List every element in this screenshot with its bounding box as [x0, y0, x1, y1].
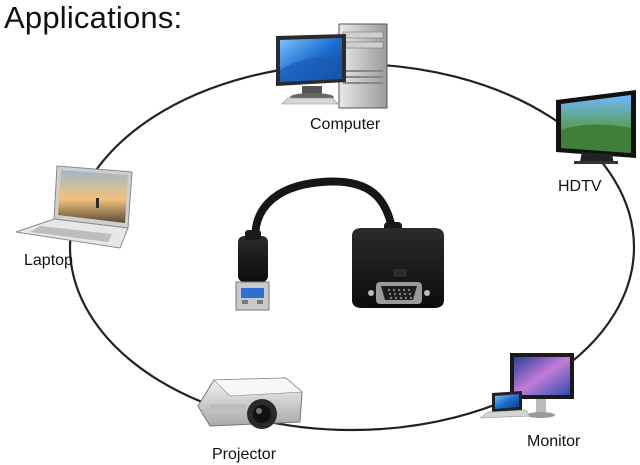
- label-projector: Projector: [212, 446, 277, 463]
- laptop-icon: [15, 165, 133, 249]
- desktop-computer-icon: [276, 23, 388, 109]
- monitor-icon: [479, 353, 574, 419]
- usb-to-vga-adapter-icon: [235, 177, 444, 311]
- label-computer: Computer: [310, 116, 381, 133]
- projector-icon: [197, 377, 303, 429]
- hdtv-icon: [556, 90, 636, 164]
- label-hdtv: HDTV: [558, 178, 602, 195]
- diagram-heading: Applications:: [4, 0, 183, 35]
- label-monitor: Monitor: [527, 433, 581, 450]
- label-laptop: Laptop: [24, 252, 73, 269]
